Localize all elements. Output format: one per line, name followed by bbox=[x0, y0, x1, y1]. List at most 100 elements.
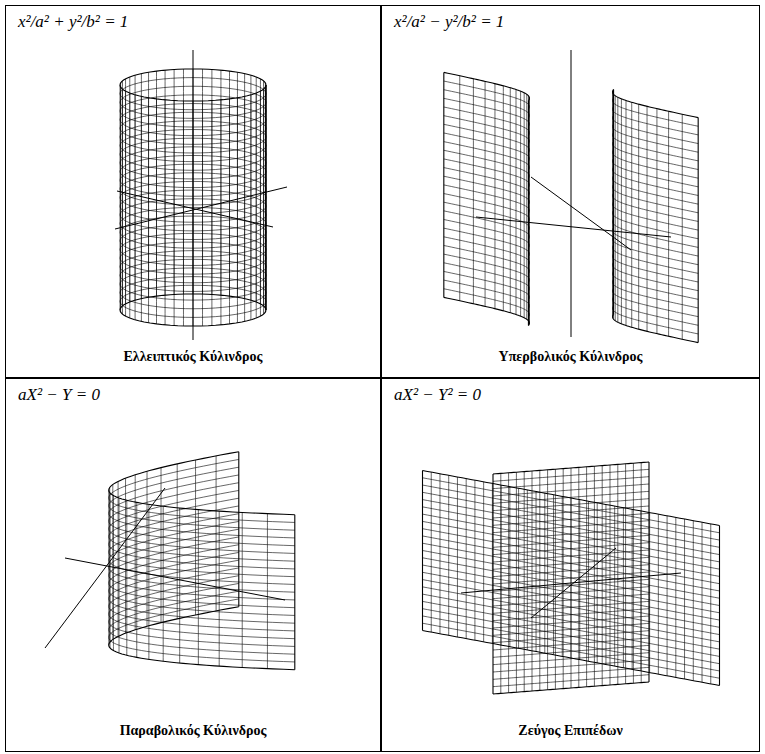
grid-line bbox=[613, 237, 699, 265]
grid-line bbox=[493, 462, 649, 474]
grid-line bbox=[493, 499, 649, 511]
coordinate-axis bbox=[115, 187, 287, 229]
coordinate-axis bbox=[476, 217, 671, 237]
surface-caption: Ζεύγος Επιπέδων bbox=[515, 723, 625, 739]
grid-line bbox=[444, 220, 530, 248]
grid-line bbox=[613, 133, 699, 161]
grid-line bbox=[493, 506, 649, 518]
grid-line bbox=[109, 576, 295, 639]
grid-line bbox=[493, 484, 649, 496]
surface-caption: Υπερβολικός Κύλινδρος bbox=[496, 349, 646, 365]
coordinate-axis bbox=[571, 50, 572, 337]
surface-panel: aX² − Y² = 0 Ζεύγος Επιπέδων bbox=[381, 378, 760, 752]
grid-line bbox=[493, 667, 649, 679]
grid-line bbox=[444, 176, 530, 204]
grid-line bbox=[613, 262, 699, 290]
grid-line bbox=[109, 537, 295, 600]
grid-line bbox=[613, 98, 699, 126]
grid-line bbox=[613, 297, 699, 325]
grid-line bbox=[109, 452, 295, 515]
grid-line bbox=[109, 607, 295, 670]
grid-line bbox=[109, 560, 295, 623]
grid-line bbox=[444, 254, 530, 282]
grid-line bbox=[493, 513, 649, 525]
grid-line bbox=[613, 245, 699, 273]
grid-line bbox=[109, 490, 295, 553]
grid-line bbox=[109, 521, 295, 584]
sheet-mesh bbox=[444, 72, 530, 325]
surface-caption: Παραβολικός Κύλινδρος bbox=[117, 723, 270, 739]
grid-line bbox=[613, 211, 699, 239]
surface-panel: aX² − Y = 0 Παραβολικός Κύλινδρος bbox=[5, 378, 381, 752]
grid-line bbox=[493, 565, 649, 577]
coordinate-axis bbox=[531, 177, 631, 250]
grid-line bbox=[613, 124, 699, 152]
grid-line bbox=[109, 514, 295, 577]
grid-line bbox=[109, 599, 295, 662]
surface-panel: x²/a² − y²/b² = 1Υπερβολικός Κύλινδρος bbox=[381, 5, 760, 378]
coordinate-axis bbox=[531, 548, 616, 618]
grid-line bbox=[444, 194, 530, 222]
grid-line bbox=[613, 150, 699, 178]
grid-line bbox=[444, 211, 530, 239]
grid-line bbox=[444, 289, 530, 317]
grid-line bbox=[493, 528, 649, 540]
grid-line bbox=[613, 254, 699, 282]
grid-line bbox=[613, 271, 699, 299]
grid-line bbox=[493, 601, 649, 613]
grid-line bbox=[109, 506, 295, 569]
grid-line bbox=[493, 594, 649, 606]
grid-line bbox=[444, 107, 530, 135]
coordinate-axis bbox=[193, 50, 194, 340]
grid-line bbox=[109, 545, 295, 608]
hyperbolic-cylinder bbox=[444, 50, 698, 343]
grid-line bbox=[444, 228, 530, 256]
grid-line bbox=[613, 280, 699, 308]
grid-line bbox=[109, 498, 295, 561]
grid-line bbox=[444, 202, 530, 230]
grid-line bbox=[493, 660, 649, 672]
grid-line bbox=[444, 245, 530, 273]
grid-line bbox=[493, 623, 649, 635]
grid-line bbox=[493, 543, 649, 555]
grid-line bbox=[109, 475, 295, 538]
grid-line bbox=[613, 89, 699, 117]
grid-line bbox=[613, 219, 699, 247]
grid-line bbox=[444, 90, 530, 118]
grid-line bbox=[613, 202, 699, 230]
grid-line bbox=[613, 141, 699, 169]
grid-line bbox=[109, 483, 295, 546]
grid-line bbox=[444, 124, 530, 152]
grid-line bbox=[613, 193, 699, 221]
grid-line bbox=[613, 288, 699, 316]
grid-line bbox=[109, 583, 295, 646]
plane-pair bbox=[423, 462, 720, 694]
grid-line bbox=[444, 168, 530, 196]
grid-line bbox=[613, 176, 699, 204]
grid-line bbox=[444, 185, 530, 213]
equation-label: aX² − Y² = 0 bbox=[392, 385, 483, 405]
equation-label: aX² − Y = 0 bbox=[16, 385, 102, 405]
grid-line bbox=[444, 116, 530, 144]
grid-line bbox=[109, 529, 295, 592]
grid-line bbox=[493, 609, 649, 621]
parabolic-mesh bbox=[109, 452, 295, 670]
grid-line bbox=[444, 98, 530, 126]
grid-line bbox=[109, 568, 295, 631]
grid-line bbox=[493, 469, 649, 481]
grid-line bbox=[493, 645, 649, 657]
equation-label: x²/a² + y²/b² = 1 bbox=[16, 12, 130, 32]
grid-line bbox=[493, 682, 649, 694]
grid-line bbox=[444, 150, 530, 178]
grid-line bbox=[493, 557, 649, 569]
sheet-mesh bbox=[613, 89, 699, 342]
grid-line bbox=[613, 159, 699, 187]
grid-line bbox=[493, 477, 649, 489]
grid-line bbox=[493, 616, 649, 628]
grid-line bbox=[109, 591, 295, 654]
grid-line bbox=[613, 167, 699, 195]
grid-line bbox=[493, 521, 649, 533]
